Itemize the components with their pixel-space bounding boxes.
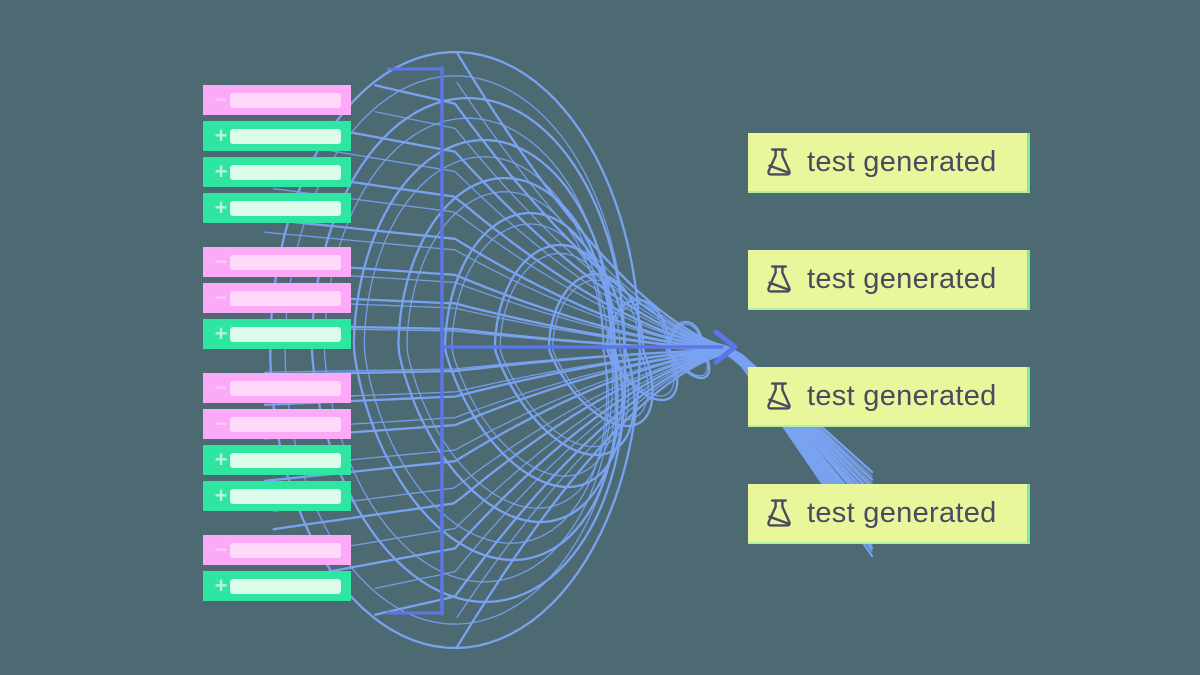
plus-icon: +: [214, 123, 228, 148]
diff-line-content-bar: [230, 255, 341, 270]
flask-icon: [767, 265, 791, 293]
plus-icon: +: [214, 573, 228, 598]
test-generated-label: test generated: [748, 133, 1030, 193]
diff-line-content-bar: [230, 93, 341, 108]
diff-line-removed: −: [203, 535, 351, 565]
diff-line-removed: −: [203, 247, 351, 277]
diff-line-content-bar: [230, 453, 341, 468]
mesh-rings: [269, 50, 711, 650]
diff-line-content-bar: [230, 201, 341, 216]
minus-icon: −: [214, 411, 228, 436]
test-generated-text: test generated: [807, 496, 997, 529]
test-generated-label: test generated: [748, 484, 1030, 544]
flask-icon: [767, 382, 791, 410]
diff-line-added: +: [203, 481, 351, 511]
plus-icon: +: [214, 483, 228, 508]
diff-line-removed: −: [203, 373, 351, 403]
plus-icon: +: [214, 195, 228, 220]
diff-line-content-bar: [230, 129, 341, 144]
diff-line-added: +: [203, 121, 351, 151]
diff-line-content-bar: [230, 543, 341, 558]
diff-line-content-bar: [230, 489, 341, 504]
flask-icon: [767, 499, 791, 527]
plus-icon: +: [214, 321, 228, 346]
diff-line-content-bar: [230, 417, 341, 432]
test-generated-label: test generated: [748, 367, 1030, 427]
axis-line: [386, 66, 444, 616]
diff-line-removed: −: [203, 283, 351, 313]
plus-icon: +: [214, 159, 228, 184]
minus-icon: −: [214, 249, 228, 274]
flask-icon: [767, 148, 791, 176]
test-generated-text: test generated: [807, 262, 997, 295]
minus-icon: −: [214, 87, 228, 112]
minus-icon: −: [214, 375, 228, 400]
diff-line-added: +: [203, 445, 351, 475]
test-generated-text: test generated: [807, 379, 997, 412]
test-generated-label: test generated: [748, 250, 1030, 310]
diff-line-added: +: [203, 571, 351, 601]
diff-line-content-bar: [230, 381, 341, 396]
flow-arrow: [440, 329, 738, 365]
diff-line-added: +: [203, 157, 351, 187]
diff-line-added: +: [203, 319, 351, 349]
diff-line-content-bar: [230, 291, 341, 306]
minus-icon: −: [214, 285, 228, 310]
plus-icon: +: [214, 447, 228, 472]
diff-line-content-bar: [230, 327, 341, 342]
minus-icon: −: [214, 537, 228, 562]
diff-line-content-bar: [230, 579, 341, 594]
diff-line-added: +: [203, 193, 351, 223]
diff-line-content-bar: [230, 165, 341, 180]
diff-line-removed: −: [203, 85, 351, 115]
test-generated-text: test generated: [807, 145, 997, 178]
diff-line-removed: −: [203, 409, 351, 439]
